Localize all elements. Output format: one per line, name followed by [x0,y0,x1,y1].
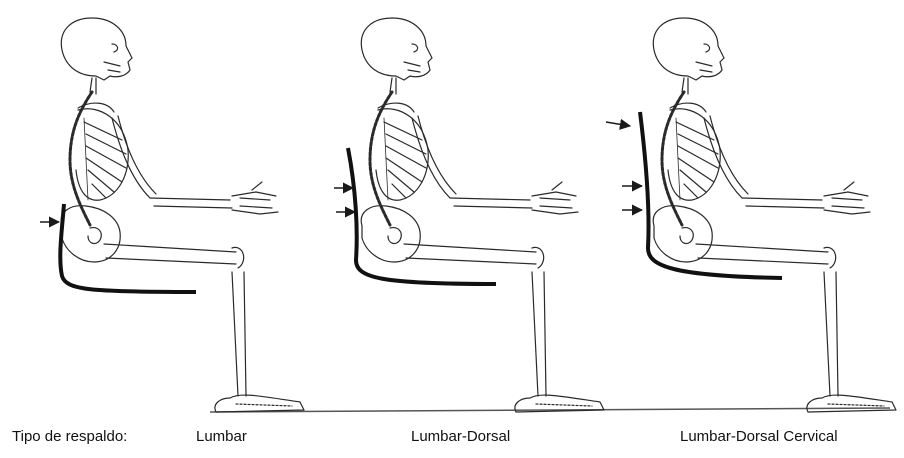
backrest-lumbar-dorsal-cervical [640,112,782,278]
skeleton-lumbar-dorsal [334,18,604,412]
caption-lumbar: Lumbar [196,428,247,445]
skeleton-lumbar [40,18,304,412]
skeleton-lumbar-dorsal-cervical [606,18,896,412]
caption-prefix: Tipo de respaldo: [12,428,127,445]
caption-lumbar-dorsal: Lumbar-Dorsal [411,428,510,445]
arrow-icon [606,122,630,126]
caption-lumbar-dorsal-cervical: Lumbar-Dorsal Cervical [680,428,838,445]
